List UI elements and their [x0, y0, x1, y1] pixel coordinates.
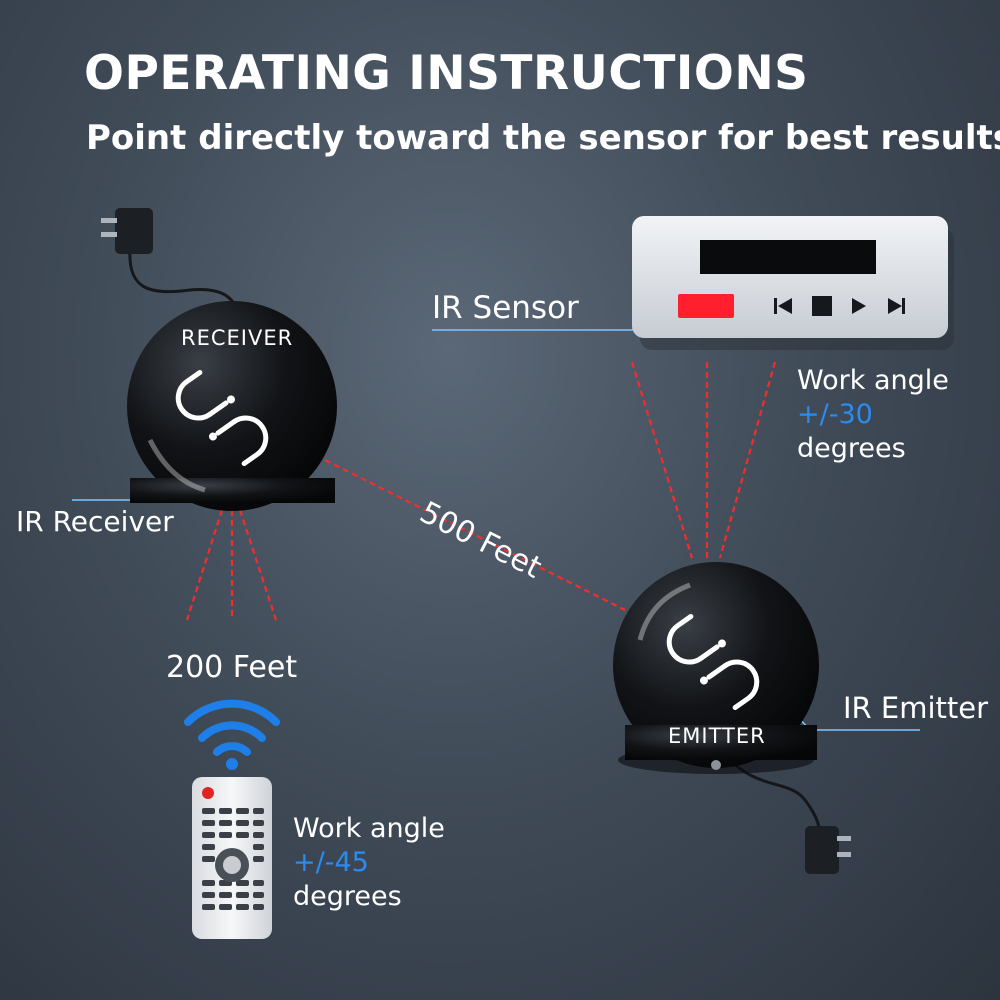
distance-200-label: 200 Feet	[166, 650, 298, 685]
receiver-cable	[101, 208, 238, 319]
receiver-device	[127, 301, 337, 511]
usb-plug-icon-2	[805, 826, 839, 874]
ir-sensor-label: IR Sensor	[432, 290, 579, 326]
beam-link-500	[324, 459, 626, 611]
link-icon	[175, 369, 269, 467]
usb-plug-icon	[115, 208, 153, 254]
beam-sensor-left	[630, 361, 694, 559]
beam-sensor-right	[718, 361, 777, 559]
ir-sensor-window	[678, 294, 734, 318]
work-angle-title: Work angle	[797, 365, 949, 396]
ir-emitter-label: IR Emitter	[843, 691, 989, 725]
work-angle-value: +/-45	[293, 847, 369, 878]
beam-receiver-left	[185, 509, 224, 621]
work-angle-sensor: Work angle +/-30 degrees	[797, 364, 949, 466]
receiver-device-label: RECEIVER	[181, 326, 294, 350]
work-angle-value: +/-30	[797, 399, 873, 430]
link-icon	[666, 613, 760, 711]
beam-receiver-right	[238, 509, 278, 621]
emitter-cable	[728, 758, 851, 874]
wifi-icon	[184, 699, 280, 770]
emitter-device-label: EMITTER	[668, 724, 766, 748]
player-device-icon	[632, 216, 954, 350]
work-angle-unit: degrees	[797, 433, 906, 464]
ir-beams	[185, 361, 777, 621]
remote-control-icon	[192, 777, 272, 939]
work-angle-remote: Work angle +/-45 degrees	[293, 812, 445, 914]
emitter-device	[613, 562, 819, 774]
media-controls	[774, 296, 905, 316]
work-angle-title: Work angle	[293, 813, 445, 844]
ir-receiver-label: IR Receiver	[16, 505, 174, 538]
page-title: OPERATING INSTRUCTIONS	[84, 46, 809, 101]
work-angle-unit: degrees	[293, 881, 402, 912]
page-subtitle: Point directly toward the sensor for bes…	[86, 118, 1000, 158]
